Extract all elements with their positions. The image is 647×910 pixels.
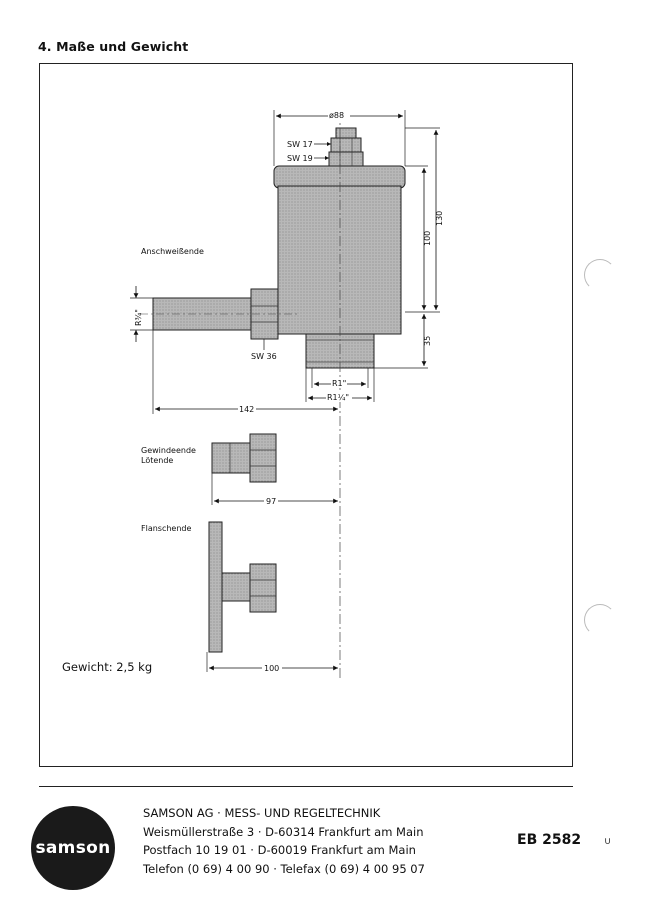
street-line: Weismüllerstraße 3 · D-60314 Frankfurt a… <box>143 824 424 839</box>
company-address: SAMSON AG · MESS- UND REGELTECHNIK Weism… <box>143 804 425 878</box>
samson-logo: samson <box>31 806 115 890</box>
postbox-line: Postfach 10 19 01 · D-60019 Frankfurt am… <box>143 843 416 857</box>
weld-end-pipe <box>140 288 300 340</box>
top-nut-stack <box>328 127 364 167</box>
punch-hole-mark-top <box>584 259 616 291</box>
label-sw19: SW 19 <box>287 154 313 163</box>
dim-100-vertical: 100 <box>423 231 432 246</box>
label-gewindeende: Gewindeende <box>141 446 196 455</box>
dim-r3-quarter: R¾" <box>134 309 143 326</box>
footer-divider <box>39 786 573 787</box>
label-anschweissende: Anschweißende <box>141 247 204 256</box>
regulator-housing <box>273 165 406 369</box>
page-heading: 4. Maße und Gewicht <box>38 39 189 54</box>
dim-97: 97 <box>266 497 276 506</box>
dim-100-horizontal: 100 <box>264 664 279 673</box>
label-flanschende: Flanschende <box>141 524 192 533</box>
logo-text: samson <box>35 838 111 858</box>
dim-diameter: ø88 <box>329 111 344 120</box>
dim-35: 35 <box>423 336 432 346</box>
label-sw17: SW 17 <box>287 140 313 149</box>
corner-mark: ∪ <box>604 836 612 847</box>
flange-end-fitting <box>208 521 277 653</box>
company-line: SAMSON AG · MESS- UND REGELTECHNIK <box>143 806 381 820</box>
dim-142: 142 <box>239 405 254 414</box>
drawing-frame <box>39 63 573 767</box>
dim-r1-quarter: R1¼" <box>327 393 349 402</box>
label-sw36: SW 36 <box>251 352 277 361</box>
thread-end-fitting <box>211 433 277 483</box>
punch-hole-mark-bottom <box>584 604 616 636</box>
weight-text: Gewicht: 2,5 kg <box>62 660 152 674</box>
dim-r1: R1" <box>332 379 346 388</box>
label-loetende: Lötende <box>141 456 173 465</box>
phone-line: Telefon (0 69) 4 00 90 · Telefax (0 69) … <box>143 861 425 876</box>
document-number: EB 2582 <box>517 832 582 848</box>
dim-130: 130 <box>435 211 444 226</box>
